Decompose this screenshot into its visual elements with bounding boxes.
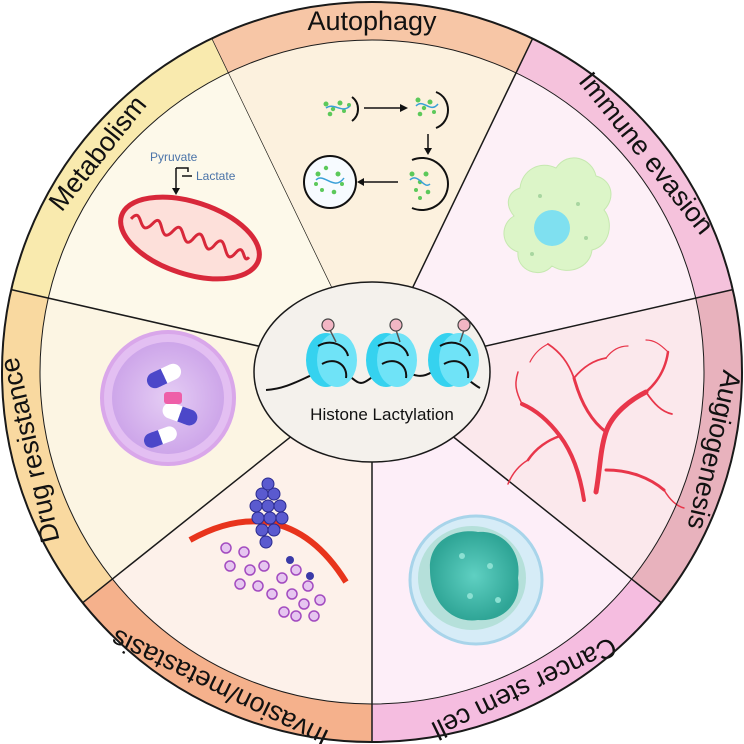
inner-ring-border <box>39 39 705 705</box>
lactate-label: Lactate <box>196 169 236 183</box>
stem-cell-icon <box>408 514 544 646</box>
autophagy-icon <box>303 91 449 211</box>
drug-capsule-icon <box>100 330 236 466</box>
center-title: Histone Lactylation <box>310 405 454 424</box>
mitochondrion-icon: Pyruvate Lactate <box>118 150 262 282</box>
metastasis-icon <box>188 477 349 622</box>
immune-cell-icon <box>503 157 612 273</box>
nucleosome-icon <box>265 318 481 391</box>
pyruvate-label: Pyruvate <box>150 150 198 164</box>
blood-vessel-icon <box>507 339 685 509</box>
segment-label-autophagy: Autophagy <box>307 6 437 36</box>
segment-fill-invasion-metastasis <box>112 372 372 704</box>
